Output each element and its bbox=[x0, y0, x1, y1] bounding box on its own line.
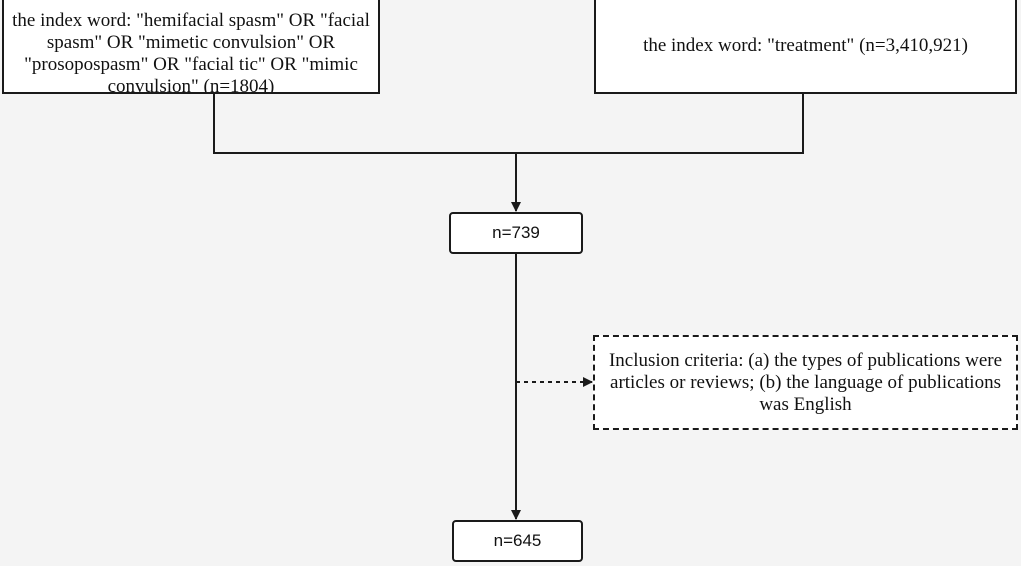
result-n739-box: n=739 bbox=[449, 212, 583, 254]
query-b-text: the index word: "treatment" (n=3,410,921… bbox=[643, 35, 968, 56]
result-n645-box: n=645 bbox=[452, 520, 583, 562]
inclusion-criteria-box: Inclusion criteria: (a) the types of pub… bbox=[593, 335, 1018, 430]
result-n739-text: n=739 bbox=[492, 223, 540, 242]
result-n645-text: n=645 bbox=[493, 531, 542, 550]
query-b-box: the index word: "treatment" (n=3,410,921… bbox=[594, 0, 1017, 94]
query-a-box: the index word: "hemifacial spasm" OR "f… bbox=[2, 0, 380, 94]
inclusion-criteria-text: Inclusion criteria: (a) the types of pub… bbox=[608, 349, 1003, 415]
query-a-text: the index word: "hemifacial spasm" OR "f… bbox=[12, 10, 370, 94]
